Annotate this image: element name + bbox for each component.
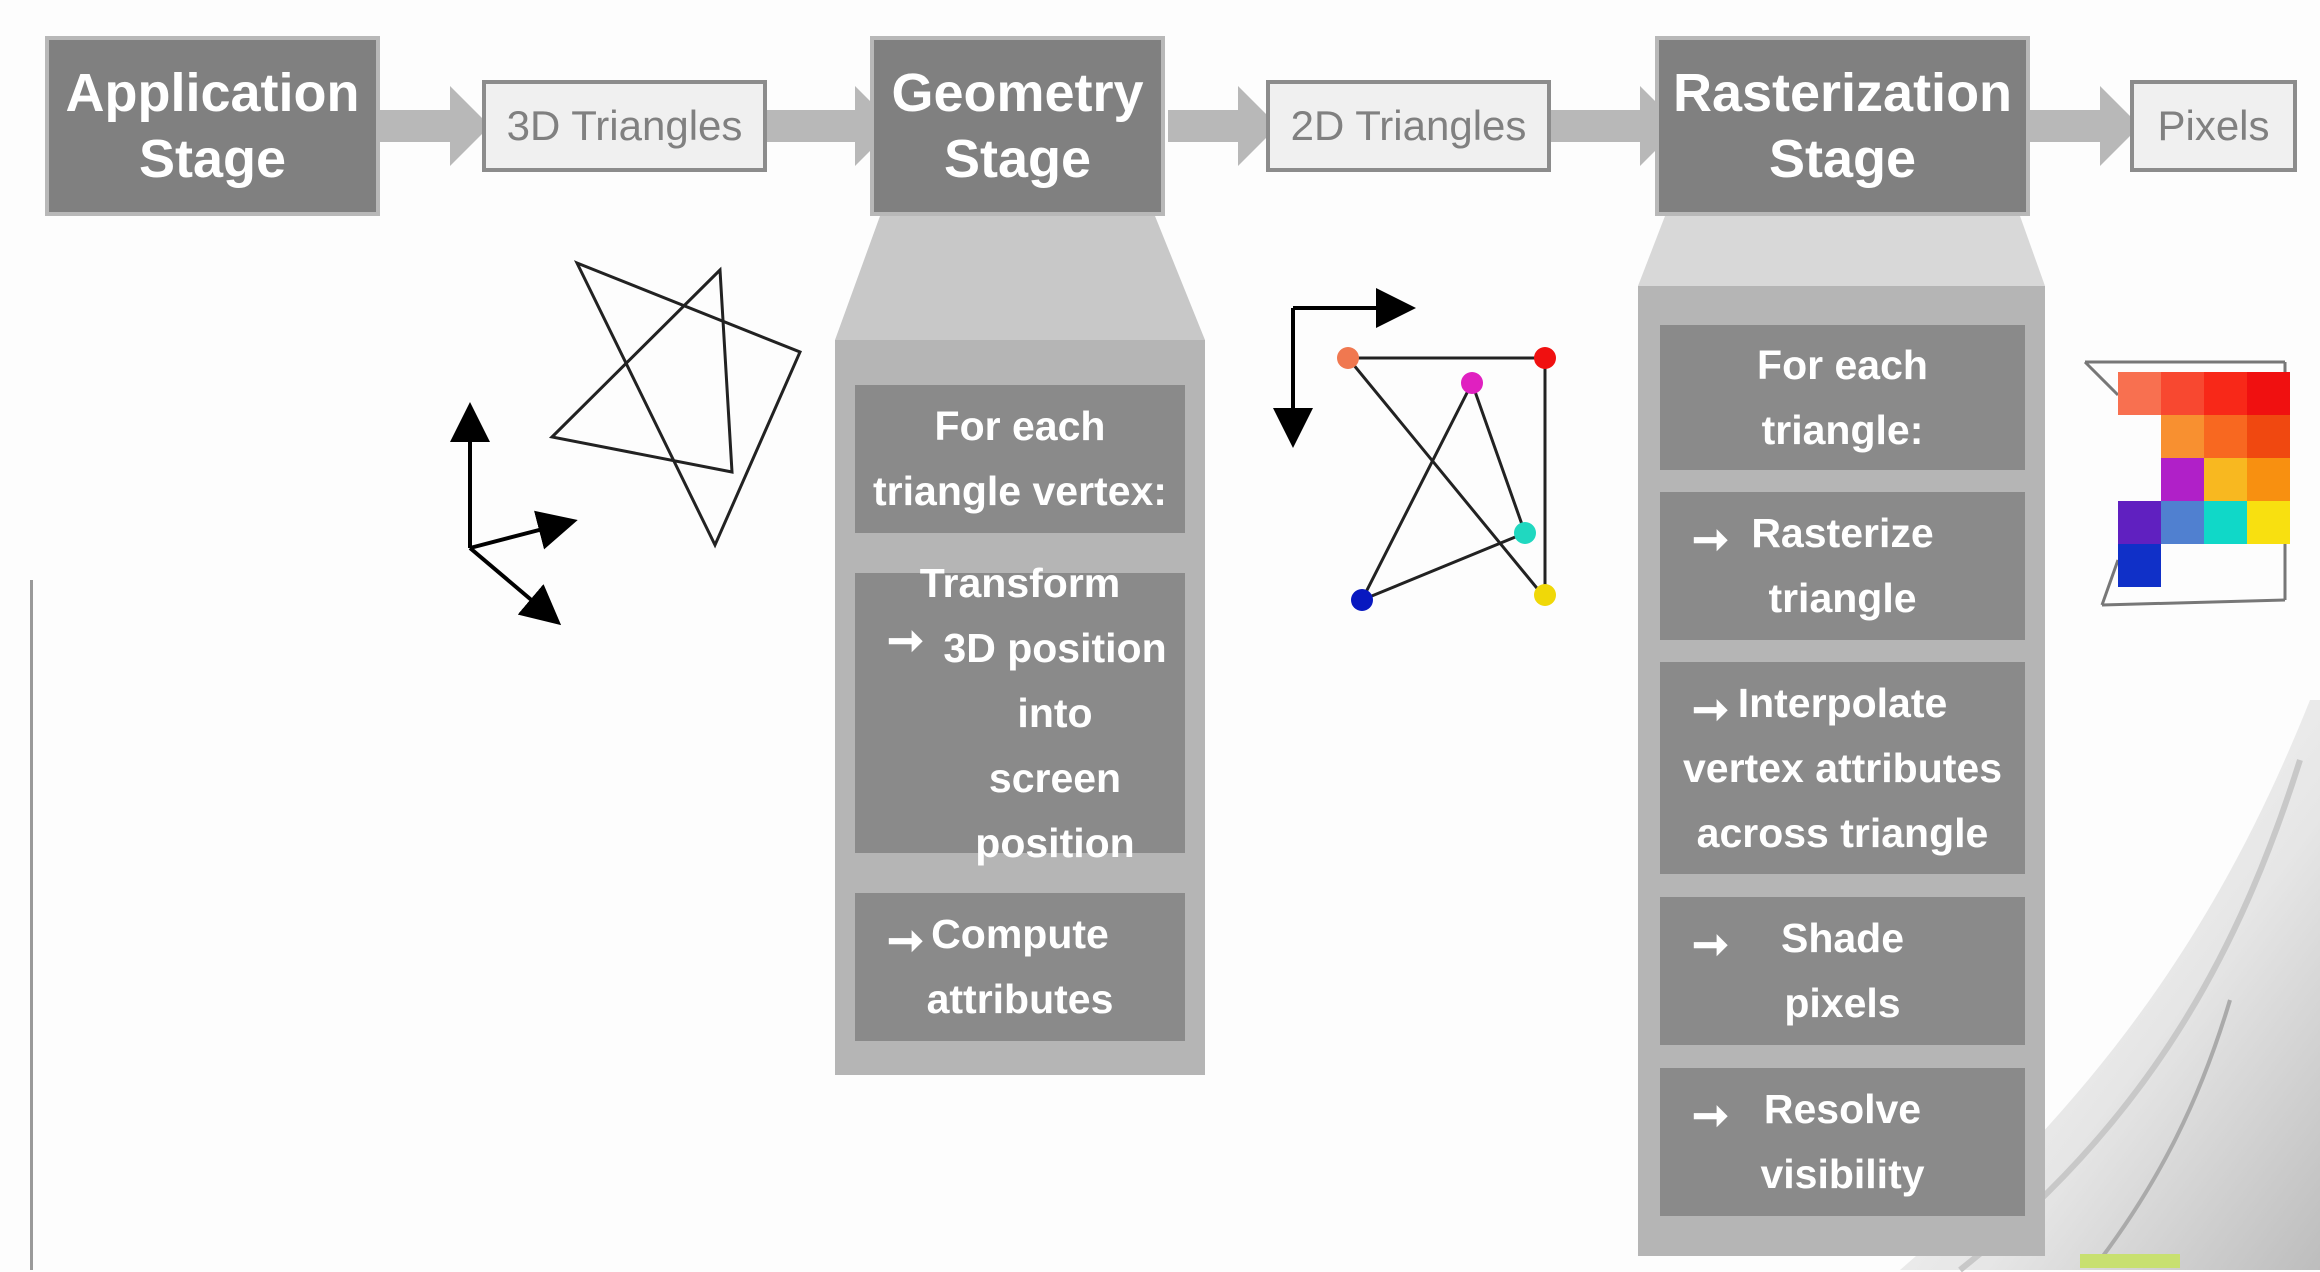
geometry-step-transform: ➞ Transform 3D position into screen posi… (855, 560, 1185, 866)
arrow-right-icon: ➞ (887, 616, 924, 665)
pixels-illustration (2083, 360, 2290, 607)
pixel-cell (2118, 501, 2161, 544)
raster-panel-header: For each triangle: (1660, 325, 2025, 470)
pixel-cell (2247, 458, 2290, 501)
pixel-cell (2247, 501, 2290, 544)
raster-step-shade: ➞ Shade pixels (1660, 897, 2025, 1045)
axes-2d (1273, 288, 1416, 448)
2d-triangles-illustration (1273, 288, 1556, 611)
rasterization-stage-box: Rasterization Stage (1655, 36, 2030, 216)
pixels-box: Pixels (2130, 80, 2297, 172)
geometry-stage-label: Geometry Stage (891, 63, 1144, 189)
raster-step-interpolate: ➞ Interpolate vertex attributes across t… (1660, 662, 2025, 874)
pixel-cell (2161, 372, 2204, 415)
3d-triangles-label: 3D Triangles (506, 102, 743, 149)
geometry-panel-header: For each triangle vertex: (855, 385, 1185, 533)
pixel-cell (2161, 415, 2204, 458)
arrow-right-icon: ➞ (1692, 685, 1729, 734)
panel-connectors (835, 216, 2045, 340)
3d-triangles-box: 3D Triangles (482, 80, 767, 172)
arrow-right-icon: ➞ (887, 916, 924, 965)
pixel-cell (2247, 415, 2290, 458)
pixel-cell (2247, 372, 2290, 415)
pixel-grid (2118, 372, 2290, 587)
pixel-cell (2204, 415, 2247, 458)
pixel-cell (2204, 501, 2247, 544)
triangle-outline-2 (548, 266, 734, 474)
vertex-dot (1534, 584, 1556, 606)
2d-triangles-label: 2D Triangles (1290, 102, 1527, 149)
geometry-stage-box: Geometry Stage (870, 36, 1165, 216)
application-stage-box: Application Stage (45, 36, 380, 216)
flow-arrow-5 (2030, 86, 2140, 166)
arrow-right-icon: ➞ (1692, 1091, 1729, 1140)
pixels-label: Pixels (2157, 102, 2270, 149)
left-rule (30, 580, 33, 1270)
geometry-step-compute: ➞ Compute attributes (855, 893, 1185, 1041)
triangle-outline-1 (573, 260, 802, 549)
axes-3d (450, 402, 578, 626)
pixel-cell (2161, 458, 2204, 501)
vertex-dot (1461, 372, 1483, 394)
application-stage-label: Application Stage (65, 63, 360, 189)
vertex-dot (1534, 347, 1556, 369)
flow-arrows (380, 86, 2140, 166)
pixel-cell (2204, 372, 2247, 415)
vertex-dot (1514, 522, 1536, 544)
2d-triangles-box: 2D Triangles (1266, 80, 1551, 172)
rasterization-stage-label: Rasterization Stage (1672, 63, 2013, 189)
raster-step-rasterize: ➞ Rasterize triangle (1660, 492, 2025, 640)
pixel-cell (2118, 372, 2161, 415)
3d-triangles-illustration (450, 260, 802, 626)
flow-arrow-1 (380, 86, 490, 166)
pixel-cell (2204, 458, 2247, 501)
pixel-cell (2161, 501, 2204, 544)
vertex-dot (1337, 347, 1359, 369)
flow-arrow-3 (1168, 86, 1278, 166)
vertex-dot (1351, 589, 1373, 611)
pixel-cell (2118, 544, 2161, 587)
arrow-right-icon: ➞ (1692, 920, 1729, 969)
raster-step-resolve: ➞ Resolve visibility (1660, 1068, 2025, 1216)
arrow-right-icon: ➞ (1692, 515, 1729, 564)
